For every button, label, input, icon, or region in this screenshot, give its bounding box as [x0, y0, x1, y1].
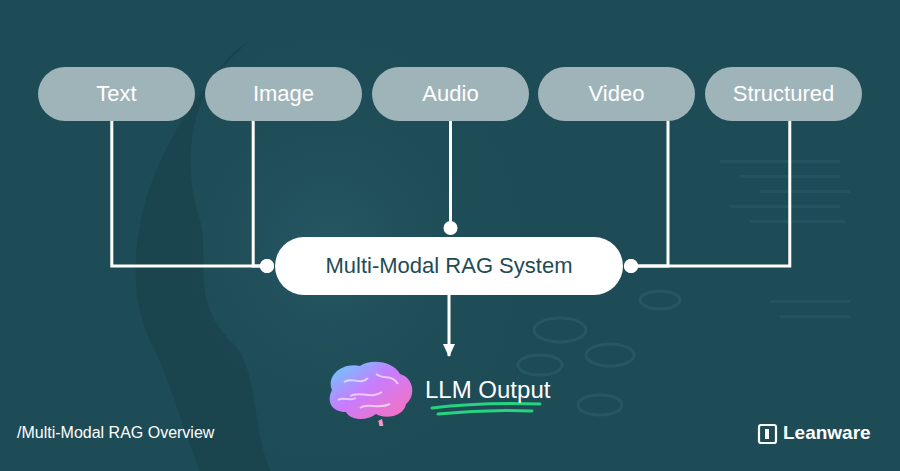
brain-shape [330, 362, 413, 419]
caption-note: /Multi-Modal RAG Overview [17, 424, 214, 442]
modality-pill: Video [538, 67, 695, 121]
brain-stem [380, 420, 384, 426]
modality-pill: Audio [372, 67, 529, 121]
modality-pill: Image [205, 67, 362, 121]
system-pill: Multi-Modal RAG System [275, 237, 623, 295]
connector-line [112, 121, 267, 266]
node-label: Video [589, 81, 645, 107]
connector-line [631, 121, 668, 266]
connector-line [448, 295, 451, 356]
code-texture [720, 160, 850, 318]
modality-pill: Structured [705, 67, 862, 121]
node-label: Audio [422, 81, 478, 107]
connector-line [631, 121, 790, 266]
brand-logo-icon [759, 425, 776, 443]
node-label: LLM Output [425, 376, 550, 404]
node-label: Text [96, 81, 136, 107]
highlight-underline [432, 404, 540, 415]
brain-folds [338, 374, 398, 408]
modality-pill: Text [38, 67, 195, 121]
connector-line [253, 121, 267, 266]
node-label: Image [253, 81, 314, 107]
connector-line [449, 121, 452, 228]
node-label: Multi-Modal RAG System [326, 253, 573, 279]
output-node: LLM Output [320, 356, 560, 426]
brand-name: Leanware [783, 422, 871, 444]
node-label: Structured [733, 81, 835, 107]
